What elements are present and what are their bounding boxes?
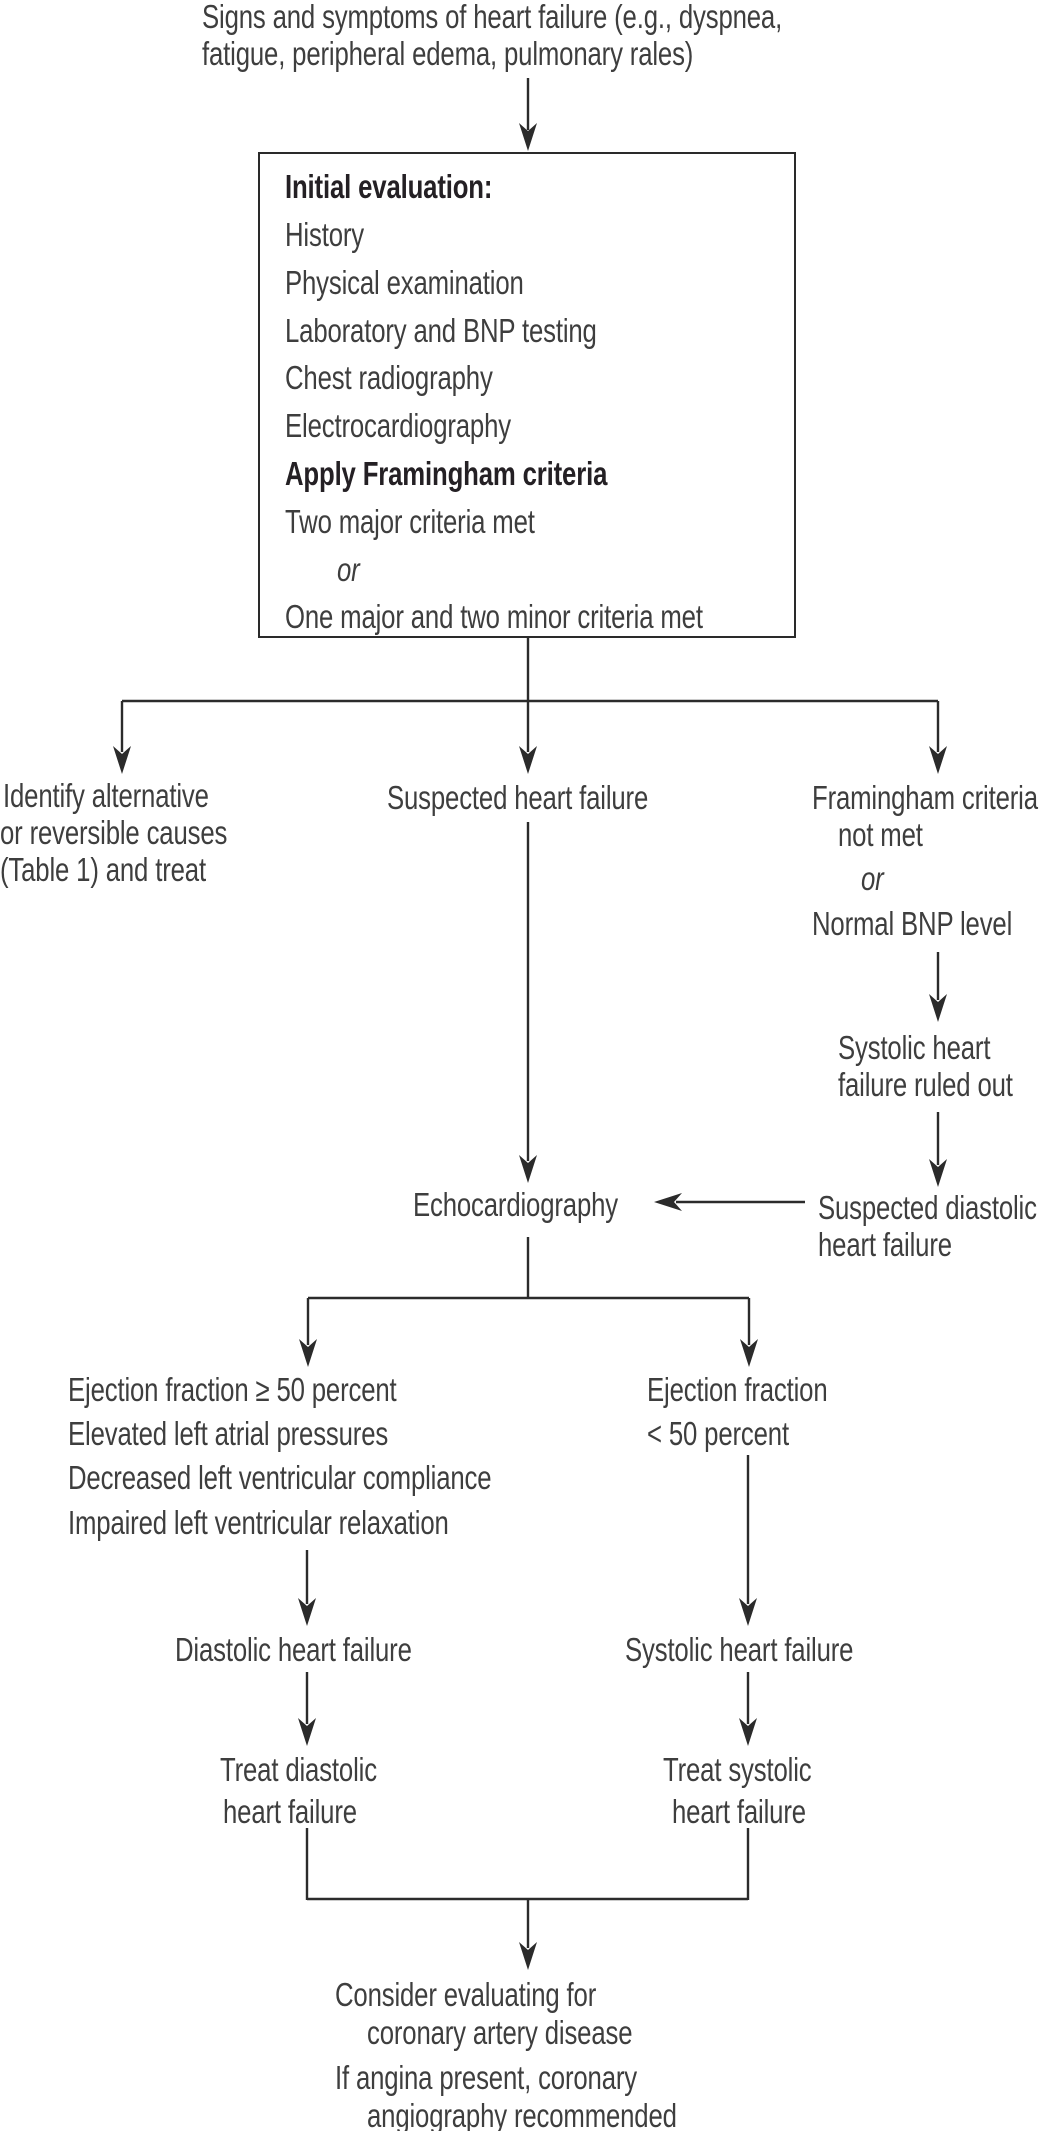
final-node-line4: angiography recommended — [367, 2097, 677, 2131]
alternative-causes-line3: (Table 1) and treat — [0, 851, 206, 888]
start-node-line1: Signs and symptoms of heart failure (e.g… — [202, 0, 783, 35]
treat-systolic-line1: Treat systolic — [663, 1751, 812, 1788]
systolic-ruled-out-line2: failure ruled out — [838, 1066, 1013, 1103]
framingham-or: or — [337, 551, 360, 588]
connector-merge-to-final — [305, 1828, 750, 1970]
initial-evaluation-box — [258, 152, 796, 638]
ejection-fraction-low-line1: Ejection fraction — [647, 1371, 828, 1408]
ejection-fraction-low-line2: < 50 percent — [647, 1415, 789, 1452]
arrow-diastolic-hf-to-treat — [298, 1672, 316, 1746]
treat-diastolic-line2: heart failure — [223, 1793, 357, 1830]
arrow-suspected-diastolic-to-echocardiography — [654, 1193, 805, 1211]
arrow-eflow-to-systolic-hf — [739, 1455, 757, 1626]
final-node-line3: If angina present, coronary — [335, 2059, 637, 2096]
arrow-systolic-hf-to-treat — [739, 1672, 757, 1746]
evaluation-item-history: History — [285, 216, 364, 253]
arrow-ruledout-to-suspected-diastolic — [929, 1112, 947, 1187]
framingham-subheading: Apply Framingham criteria — [285, 455, 608, 492]
suspected-heart-failure-node: Suspected heart failure — [387, 779, 649, 816]
final-node-line1: Consider evaluating for — [335, 1976, 597, 2013]
diastolic-findings-line1: Ejection fraction ≥ 50 percent — [68, 1371, 397, 1408]
suspected-diastolic-line1: Suspected diastolic — [818, 1189, 1037, 1226]
arrow-suspectedhf-to-echocardiography — [519, 822, 537, 1183]
evaluation-item-electrocardiography: Electrocardiography — [285, 407, 511, 444]
echocardiography-node: Echocardiography — [413, 1186, 618, 1223]
initial-evaluation-heading: Initial evaluation: — [285, 168, 493, 205]
framingham-criteria-1: Two major criteria met — [285, 503, 535, 540]
diastolic-findings-line3: Decreased left ventricular compliance — [68, 1459, 492, 1496]
evaluation-item-lab-bnp: Laboratory and BNP testing — [285, 312, 597, 349]
framingham-not-met-line1: Framingham criteria — [812, 779, 1038, 816]
treat-systolic-line2: heart failure — [672, 1793, 806, 1830]
framingham-not-met-line2: not met — [838, 816, 923, 853]
suspected-diastolic-line2: heart failure — [818, 1226, 952, 1263]
evaluation-item-chest-radiography: Chest radiography — [285, 359, 493, 396]
connector-echocardiography-two-way-split — [299, 1237, 758, 1367]
diastolic-findings-line4: Impaired left ventricular relaxation — [68, 1504, 449, 1541]
arrow-findings-to-diastolic-hf — [298, 1550, 316, 1626]
start-node-line2: fatigue, peripheral edema, pulmonary ral… — [202, 35, 694, 72]
framingham-not-met-or: or — [861, 860, 884, 897]
diastolic-findings-line2: Elevated left atrial pressures — [68, 1415, 389, 1452]
diastolic-heart-failure-node: Diastolic heart failure — [175, 1631, 412, 1668]
treat-diastolic-line1: Treat diastolic — [220, 1751, 377, 1788]
final-node-line2: coronary artery disease — [367, 2014, 633, 2051]
evaluation-item-physical-exam: Physical examination — [285, 264, 524, 301]
framingham-criteria-2: One major and two minor criteria met — [285, 598, 703, 635]
systolic-heart-failure-node: Systolic heart failure — [625, 1631, 854, 1668]
systolic-ruled-out-line1: Systolic heart — [838, 1029, 991, 1066]
arrow-notmet-to-ruledout — [929, 952, 947, 1022]
connector-evaluation-three-way-split — [113, 638, 947, 774]
normal-bnp-level: Normal BNP level — [812, 905, 1013, 942]
arrow-symptoms-to-evaluation — [519, 78, 537, 151]
alternative-causes-line1: Identify alternative — [3, 777, 209, 814]
alternative-causes-line2: or reversible causes — [0, 814, 228, 851]
